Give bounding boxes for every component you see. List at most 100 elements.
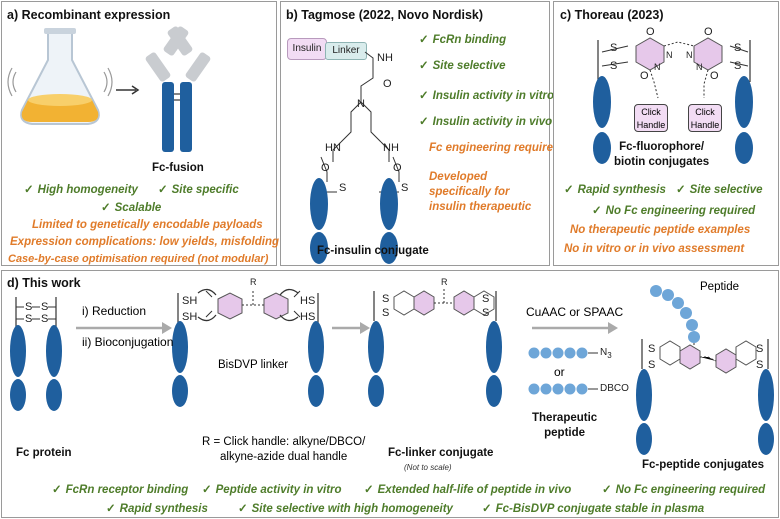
pro-item: ✓Extended half-life of peptide in vivo bbox=[364, 484, 572, 496]
thoreau-conjugate-structure bbox=[593, 37, 753, 164]
atom-label: O bbox=[383, 78, 392, 90]
panel-a-graphic bbox=[7, 26, 211, 152]
pro-item: ✓Peptide activity in vitro bbox=[202, 484, 342, 496]
pro-item: ✓No Fc engineering required bbox=[592, 205, 756, 217]
fc-domain bbox=[593, 76, 611, 128]
atom-label: SH bbox=[182, 295, 198, 307]
click-handle-box: Click Handle bbox=[634, 104, 668, 132]
fc-peptide-label: Fc-peptide conjugates bbox=[642, 459, 765, 471]
atom-label: S bbox=[648, 343, 656, 355]
step-reduction: i) Reduction bbox=[82, 304, 147, 318]
fc-fusion-icon bbox=[145, 26, 211, 152]
fc-domain bbox=[486, 321, 502, 373]
fc-domain bbox=[46, 379, 62, 411]
pro-item: ✓Site selective bbox=[676, 184, 763, 196]
con-item: Fc engineering required bbox=[429, 142, 560, 154]
fc-domain bbox=[758, 369, 774, 421]
click-handle-box: Click Handle bbox=[688, 104, 722, 132]
fc-domain bbox=[308, 321, 324, 373]
atom-label: NH bbox=[383, 142, 399, 154]
pyrimidine-ring bbox=[413, 290, 435, 316]
atom-label: O bbox=[393, 162, 402, 174]
fc-linker-label: Fc-linker conjugate bbox=[388, 447, 494, 459]
panel-d-graphic bbox=[10, 285, 774, 455]
reaction-label: CuAAC or SPAAC bbox=[526, 305, 624, 319]
fc-domain bbox=[486, 375, 502, 407]
pyrimidine-ring bbox=[263, 292, 289, 320]
not-to-scale-note: (Not to scale) bbox=[404, 463, 452, 472]
atom-label: S bbox=[401, 182, 409, 194]
peptide-label: Peptide bbox=[700, 281, 740, 293]
panel-b-title: b) Tagmose (2022, Novo Nordisk) bbox=[286, 8, 484, 22]
insulin-conjugate-structure bbox=[310, 51, 400, 264]
atom-label: S bbox=[41, 313, 49, 325]
atom-label: O bbox=[704, 26, 713, 38]
panel-b: b) Tagmose (2022, Novo Nordisk) Insulin … bbox=[280, 1, 560, 266]
atom-label: S bbox=[648, 359, 656, 371]
fc-protein-label: Fc protein bbox=[16, 447, 72, 459]
panel-c-title: c) Thoreau (2023) bbox=[560, 8, 664, 22]
panel-c: c) Thoreau (2023) S S S S O O O O N N N … bbox=[553, 1, 779, 266]
atom-label: N bbox=[666, 50, 673, 60]
fc-domain bbox=[10, 325, 26, 377]
atom-label: O bbox=[321, 162, 330, 174]
bisdvp-linker-label: BisDVP linker bbox=[218, 359, 289, 371]
fc-domain bbox=[758, 423, 774, 455]
panel-a-title: a) Recombinant expression bbox=[7, 8, 171, 22]
pyridazinedione-ring bbox=[635, 37, 665, 71]
azide-peptide bbox=[528, 347, 598, 359]
fc-domain bbox=[735, 132, 753, 164]
atom-label: O bbox=[640, 70, 649, 82]
atom-label: S bbox=[25, 301, 33, 313]
azide-label: N3 bbox=[600, 347, 612, 360]
pyrimidine-ring bbox=[217, 292, 243, 320]
atom-label: S bbox=[734, 60, 742, 72]
flask-icon bbox=[7, 28, 113, 125]
r-group-label: R bbox=[250, 277, 257, 287]
fc-fusion-label: Fc-fusion bbox=[152, 162, 204, 174]
fc-fluorophore-label: Fc-fluorophore/ biotin conjugates bbox=[614, 141, 710, 168]
atom-label: S bbox=[756, 359, 764, 371]
pyrimidine-ring bbox=[715, 348, 737, 374]
atom-label: HN bbox=[325, 142, 341, 154]
fc-domain bbox=[368, 375, 384, 407]
fc-domain bbox=[368, 321, 384, 373]
panel-d-title: d) This work bbox=[7, 276, 81, 290]
atom-label: O bbox=[710, 70, 719, 82]
r-group-label: R bbox=[441, 277, 448, 287]
atom-label: HS bbox=[300, 311, 316, 323]
or-label: or bbox=[554, 365, 565, 379]
fc-domain bbox=[308, 375, 324, 407]
pro-item: ✓Site selective with high homogeneity bbox=[238, 503, 453, 515]
atom-label: S bbox=[610, 42, 618, 54]
pro-item: ✓Rapid synthesis bbox=[106, 503, 208, 515]
pro-item: ✓Rapid synthesis bbox=[564, 184, 666, 196]
pro-item: ✓FcRn binding bbox=[419, 34, 507, 46]
r-definition: R = Click handle: alkyne/DBCO/ alkyne-az… bbox=[202, 436, 366, 463]
con-item: Case-by-case optimisation required (not … bbox=[8, 253, 269, 265]
atom-label: S bbox=[41, 301, 49, 313]
atom-label: O bbox=[646, 26, 655, 38]
fc-domain bbox=[310, 178, 328, 230]
pro-item: ✓High homogeneity bbox=[24, 184, 138, 196]
panel-a: a) Recombinant expression Fc-fusion ✓Hig… bbox=[1, 1, 280, 266]
pyridazinedione-ring bbox=[693, 37, 723, 71]
fc-domain bbox=[735, 76, 753, 128]
fc-domain bbox=[310, 232, 328, 264]
pro-item: ✓Fc-BisDVP conjugate stable in plasma bbox=[482, 503, 705, 515]
atom-label: S bbox=[25, 313, 33, 325]
pro-item: ✓Scalable bbox=[101, 202, 162, 214]
dbco-label: DBCO bbox=[600, 383, 629, 394]
linker-tag: Linker bbox=[325, 42, 367, 60]
pyrimidine-ring bbox=[679, 344, 701, 370]
con-item: Limited to genetically encodable payload… bbox=[32, 219, 263, 231]
con-item: No in vitro or in vivo assessment bbox=[564, 243, 745, 255]
panel-d: d) This work bbox=[1, 270, 779, 518]
fc-domain bbox=[380, 232, 398, 264]
atom-label: S bbox=[339, 182, 347, 194]
pyrimidine-ring bbox=[453, 290, 475, 316]
con-item: Expression complications: low yields, mi… bbox=[10, 236, 280, 248]
atom-label: S bbox=[382, 293, 390, 305]
pro-item: ✓Insulin activity in vitro bbox=[419, 90, 555, 102]
therapeutic-peptide-label: Therapeutic peptide bbox=[532, 412, 598, 439]
